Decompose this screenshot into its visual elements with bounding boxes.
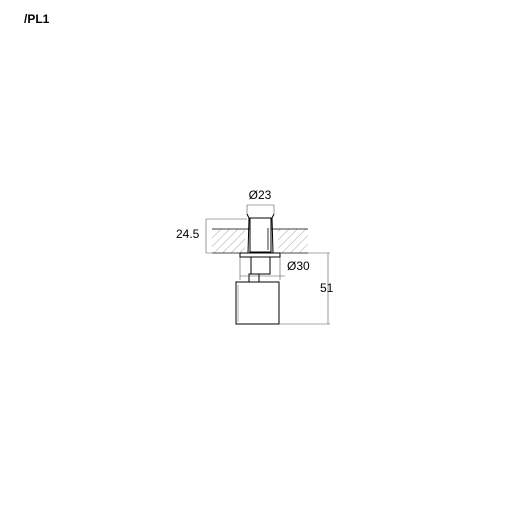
product-code-label: /PL1 [24,12,50,26]
flange-plate [239,252,281,258]
flange-diameter-label: Ø30 [287,259,310,273]
stem-body [250,256,271,275]
dimension-flange-diameter: Ø30 [239,257,310,280]
ceiling-section [212,228,308,254]
dimension-cutout-diameter: Ø23 [246,188,275,214]
ceiling-hatch-right [278,229,308,253]
housing-outline [246,213,275,254]
dimension-ceiling-thickness: 24.5 [176,218,247,254]
ceiling-hatch-left [212,229,245,253]
stem [248,256,271,283]
ceiling-thickness-label: 24.5 [176,227,200,241]
body-height-label: 51 [320,281,334,295]
dimension-body-height: 51 [279,252,334,325]
spotlight-head [235,281,280,325]
stem-collar [248,273,260,283]
recessed-housing [246,213,275,254]
spotlight-cylinder [235,281,280,325]
housing-inner-body [249,217,272,253]
flange [239,252,281,258]
cutout-diameter-label: Ø23 [249,188,272,202]
